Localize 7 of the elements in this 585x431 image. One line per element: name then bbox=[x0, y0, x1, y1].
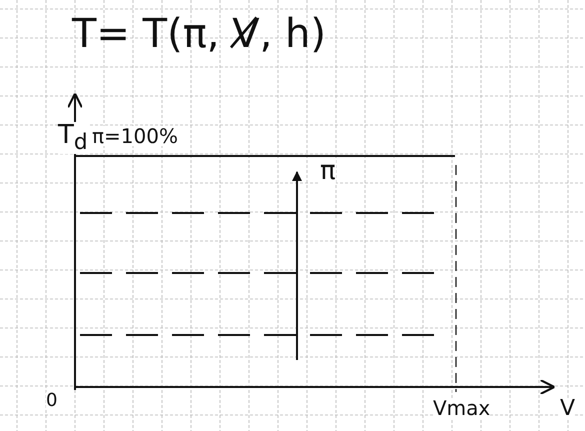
line-label: π=100% bbox=[92, 126, 178, 146]
direction-label: π bbox=[320, 158, 336, 184]
origin-label: 0 bbox=[46, 392, 58, 410]
title: T= T(π, V̸, h) bbox=[72, 14, 326, 54]
axis-label: V bbox=[560, 398, 576, 420]
axis-tick-label: Vmax bbox=[433, 398, 490, 418]
axis-label: T$_{d}$ bbox=[58, 122, 88, 154]
